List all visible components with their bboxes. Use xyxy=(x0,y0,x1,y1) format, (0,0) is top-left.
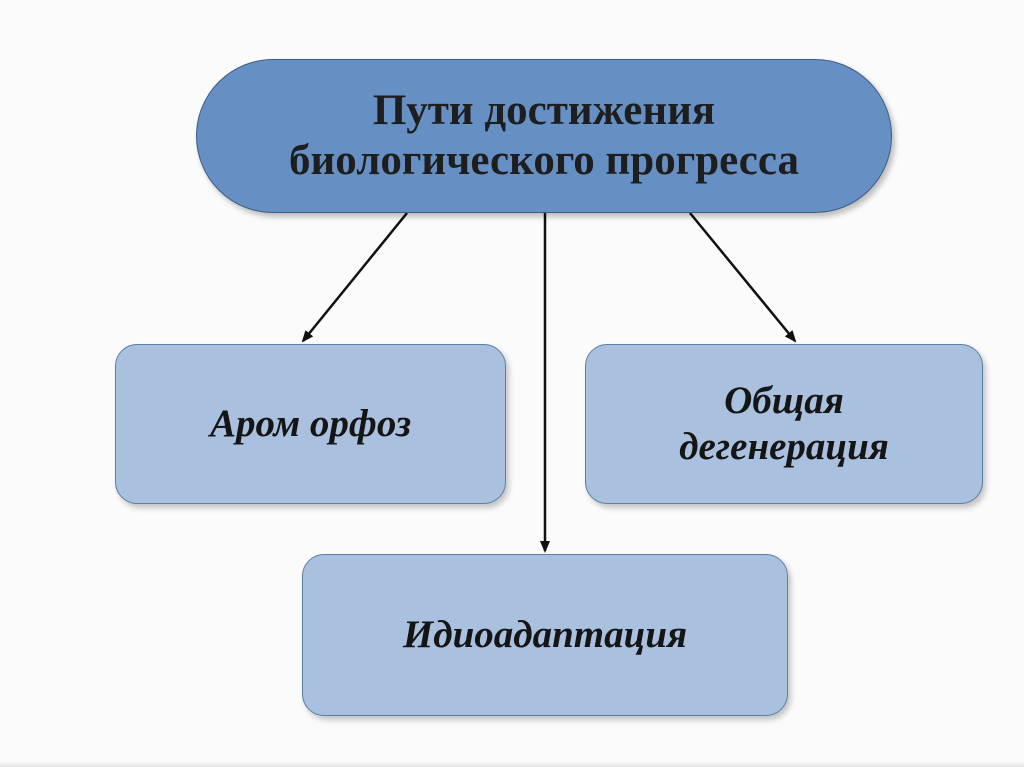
node-idioadaptation-label: Идиоадаптация xyxy=(402,613,688,656)
root-title-line-2: биологического прогресса xyxy=(289,137,799,184)
node-aromorphosis-label: Аром орфоз xyxy=(209,402,412,445)
slide-bottom-shadow xyxy=(0,761,1024,767)
node-idioadaptation: Идиоадаптация xyxy=(302,554,788,716)
root-title-line-1: Пути достижения xyxy=(372,87,716,134)
node-general-degeneration-label-line-1: Общая xyxy=(724,379,844,422)
node-general-degeneration: Общая дегенерация xyxy=(585,344,983,504)
node-aromorphosis: Аром орфоз xyxy=(115,344,506,504)
arrow-to-general-degeneration xyxy=(689,212,797,343)
root-node-paths-of-biological-progress: Пути достижения биологического прогресса xyxy=(196,59,892,213)
arrow-to-aromorphosis xyxy=(301,212,408,343)
node-general-degeneration-label-line-2: дегенерация xyxy=(679,425,889,468)
